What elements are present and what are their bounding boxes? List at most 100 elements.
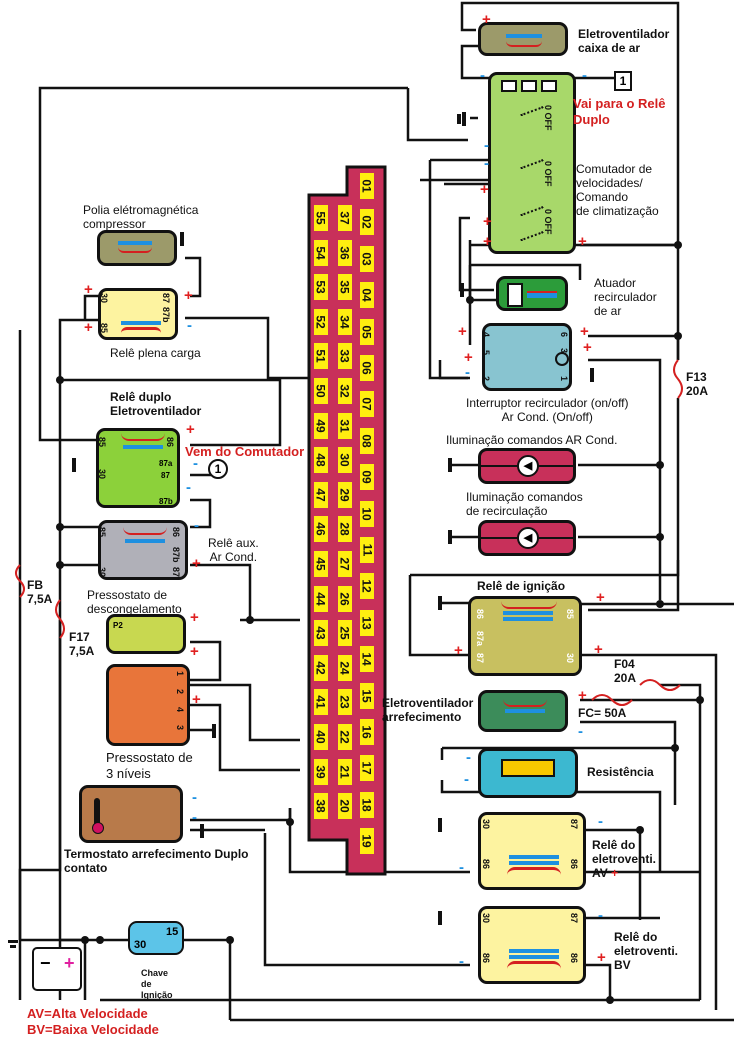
reference-box-1: 1 [614,71,632,91]
label-aux-relay: Relê aux.Ar Cond. [208,536,259,564]
recirc-illumination-lamp: ◀ [478,520,576,556]
connector-pin-27: 27 [338,551,352,577]
minus-sign: - [192,789,197,806]
connector-pin-24: 24 [338,654,352,681]
connector-pin-16: 16 [360,719,374,745]
legend-bv: BV=Baixa Velocidade [27,1022,159,1037]
minus-sign: - [186,479,191,496]
double-fan-relay: 85 30 86 87a 87 87b [96,428,180,508]
plus-sign: + [580,323,589,340]
minus-sign: - [598,907,603,924]
resistor [478,748,578,798]
plus-sign: + [186,421,195,438]
minus-sign: - [578,723,583,740]
label-fuse-fc: FC= 50A [578,706,627,720]
minus-sign: - [466,749,471,766]
connector-pin-22: 22 [338,724,352,750]
minus-sign: - [598,813,603,830]
fuse-fb [15,564,25,598]
label-ignition-relay: Relê de ignição [477,579,566,593]
recirculation-actuator [496,276,568,311]
coolant-thermostat [79,785,183,843]
connector-pin-50: 50 [314,378,328,404]
connector-pin-14: 14 [360,646,374,673]
connector-pin-43: 43 [314,620,328,647]
connector-pin-10: 10 [360,500,374,527]
connector-pin-44: 44 [314,585,328,612]
connector-pin-11: 11 [360,537,374,563]
reference-circle-1: 1 [208,459,228,479]
connector-pin-20: 20 [338,793,352,820]
connector-pin-02: 02 [360,209,374,236]
full-load-relay: 30 85 87 87b [98,288,178,340]
plus-sign: + [458,323,467,340]
minus-sign: - [187,317,192,334]
minus-sign: - [484,137,489,154]
connector-pin-25: 25 [338,620,352,647]
connector-pin-46: 46 [314,516,328,543]
fuse-f13 [673,359,683,399]
connector-pin-30: 30 [338,447,352,474]
aux-ac-relay: 85 30 86 87b 87 [97,520,188,580]
ac-illumination-lamp: ◀ [478,448,576,484]
connector-pin-41: 41 [314,689,328,716]
minus-sign: - [194,517,199,534]
plus-sign: + [597,949,606,966]
connector-pin-47: 47 [314,481,328,508]
defrost-pressure-switch: P2 [106,614,186,654]
connector-pin-37: 37 [338,205,352,231]
connector-pin-23: 23 [338,689,352,716]
connector-pin-12: 12 [360,573,374,600]
battery-positive: + [64,953,75,973]
connector-pin-06: 06 [360,355,374,381]
plus-sign: + [84,319,93,336]
connector-pin-31: 31 [338,412,352,439]
plus-sign: + [190,643,199,660]
plus-sign: + [184,287,193,304]
minus-sign: - [582,67,587,84]
label-from-selector: Vem do Comutador [185,444,305,459]
connector-pin-51: 51 [314,343,328,370]
connector-pin-08: 08 [360,427,374,454]
plus-sign: + [190,609,199,626]
connector-pin-54: 54 [314,239,328,266]
three-level-pressure-switch: 1 2 4 3 [106,664,190,746]
connector-pin-04: 04 [360,282,374,309]
battery-negative: − [40,953,51,973]
connector-pin-26: 26 [338,585,352,612]
connector-pin-17: 17 [360,755,374,782]
connector-pin-39: 39 [314,758,328,785]
recirculation-switch: 4 5 2 6 3 1 [481,323,572,391]
ignition-switch: 30 15 [128,921,184,955]
compressor-clutch [97,230,177,266]
position-label: 0 OFF [543,105,553,131]
connector-pin-52: 52 [314,308,328,335]
connector-pin-35: 35 [338,274,352,301]
fuse-f04 [639,679,681,691]
minus-sign: - [192,809,197,826]
connector-pin-33: 33 [338,343,352,370]
minus-sign: - [464,771,469,788]
connector-pin-32: 32 [338,378,352,404]
connector-pin-15: 15 [360,682,374,709]
plus-sign: + [480,181,489,198]
label-ac-illumination: Iluminação comandos AR Cond. [446,433,618,447]
connector-pin-42: 42 [314,654,328,681]
connector-pin-38: 38 [314,793,328,820]
plus-sign: + [192,691,201,708]
connector-pin-48: 48 [314,447,328,474]
plus-sign: + [84,281,93,298]
plus-sign: + [583,339,592,356]
